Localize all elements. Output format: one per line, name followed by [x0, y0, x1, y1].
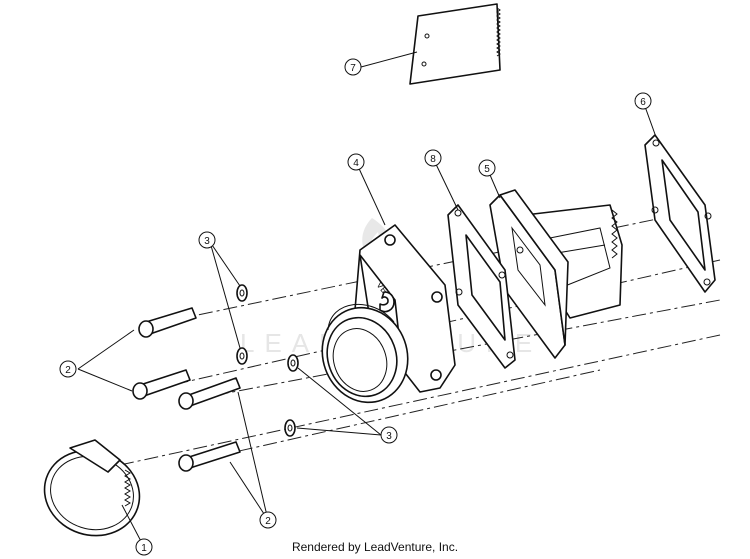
callout-8: 8: [424, 149, 442, 167]
svg-text:2: 2: [265, 516, 271, 527]
washer-1: [236, 284, 248, 302]
reed-valve-block: [489, 189, 623, 359]
svg-text:6: 6: [640, 97, 646, 108]
washer-2: [236, 347, 248, 365]
washer-4: [284, 419, 296, 437]
svg-text:5: 5: [484, 164, 490, 175]
callout-4: 4: [347, 153, 365, 171]
callout-3-lower: 3: [380, 426, 398, 444]
intake-manifold: VEN: [321, 224, 456, 404]
svg-text:3: 3: [386, 431, 392, 442]
callout-5: 5: [478, 159, 496, 177]
svg-text:3: 3: [204, 236, 210, 247]
reed-cage-gasket: [644, 134, 716, 293]
callout-6: 6: [634, 92, 652, 110]
bolt-middle-right: [178, 377, 241, 410]
washer-3: [287, 354, 299, 372]
bolt-middle-left: [132, 369, 191, 400]
callout-3-upper: 3: [198, 231, 216, 249]
flange-gasket: [447, 204, 516, 369]
reed-petal: [409, 3, 501, 85]
svg-text:8: 8: [430, 154, 436, 165]
svg-text:7: 7: [350, 63, 356, 74]
leader-lines: [77, 51, 657, 548]
svg-text:2: 2: [65, 365, 71, 376]
svg-text:1: 1: [141, 543, 147, 554]
callout-7: 7: [344, 58, 362, 76]
bolt-lower: [178, 441, 241, 472]
washers: [236, 284, 299, 437]
callout-2-left: 2: [59, 360, 77, 378]
callout-2-bottom: 2: [259, 511, 277, 529]
hose-clamp: [43, 439, 141, 537]
bolts: [132, 307, 241, 472]
render-credit: Rendered by LeadVenture, Inc.: [291, 540, 459, 554]
bolt-upper: [138, 307, 197, 338]
svg-text:4: 4: [353, 158, 359, 169]
callout-1: 1: [135, 538, 153, 556]
